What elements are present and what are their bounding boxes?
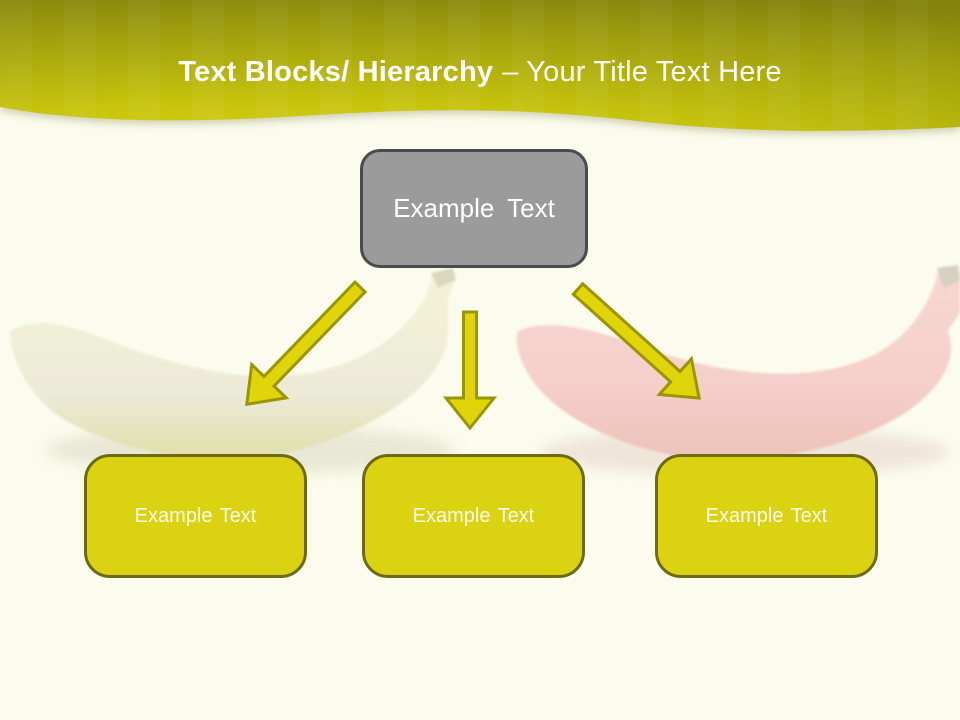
red-banana-stem-cut [937, 265, 960, 289]
hierarchy-child-node-2[interactable]: Example Text [362, 454, 585, 578]
connector-arrow-down-left [245, 280, 368, 407]
child-node-label: Example Text [705, 504, 828, 527]
hierarchy-root-node[interactable]: Example Text [360, 149, 588, 268]
red-banana-image [516, 266, 960, 460]
title-regular-text: – Your Title Text Here [502, 56, 782, 88]
connector-arrow-down [442, 310, 498, 431]
title-bold-text: Text Blocks/ Hierarchy [178, 56, 494, 88]
child-node-label: Example Text [134, 504, 257, 527]
child-node-label: Example Text [412, 504, 535, 527]
yellow-banana-image [10, 270, 456, 459]
hierarchy-child-node-3[interactable]: Example Text [655, 454, 878, 578]
slide-title: Text Blocks/ Hierarchy– Your Title Text … [0, 54, 960, 90]
root-node-label: Example Text [393, 193, 555, 223]
connector-arrow-down-right [571, 281, 701, 400]
hierarchy-child-node-1[interactable]: Example Text [84, 454, 307, 578]
yellow-banana-stem-cut [431, 268, 456, 288]
